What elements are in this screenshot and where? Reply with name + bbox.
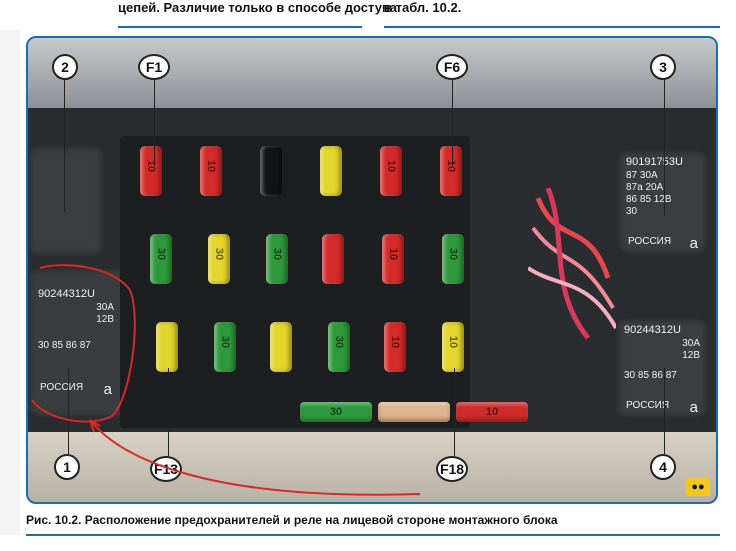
fuse-f5: 10 xyxy=(380,146,402,196)
left-margin xyxy=(0,30,20,535)
relay-country: РОССИЯ xyxy=(628,236,672,247)
top-text-left: цепей. Различие только в способе доступа xyxy=(118,0,398,15)
callout-1: 1 xyxy=(54,454,80,480)
relay-code: 90244312U xyxy=(624,324,681,336)
relay-logo: a xyxy=(689,399,698,416)
leader-line xyxy=(68,368,69,454)
fuse-amp-label: 30 xyxy=(213,247,225,261)
callout-f13: F13 xyxy=(150,456,182,482)
callout-f18: F18 xyxy=(436,456,468,482)
callout-4: 4 xyxy=(650,454,676,480)
fuse-f16: 30 xyxy=(328,322,350,372)
fuse-bottom-beige xyxy=(378,402,450,422)
fuse-amp-label: 30 xyxy=(447,247,459,261)
callout-f6: F6 xyxy=(436,54,468,80)
fuse-f1: 10 xyxy=(140,146,162,196)
fuse-amp-label: 10 xyxy=(389,335,401,349)
relay-specs: 30A 12B xyxy=(682,338,700,361)
fuse-slot-empty xyxy=(260,146,282,196)
relay-logo: a xyxy=(689,235,698,252)
fuse-f4 xyxy=(320,146,342,196)
fuse-f2: 10 xyxy=(200,146,222,196)
fuse-amp-label: 10 xyxy=(445,159,457,173)
leader-line xyxy=(454,368,455,456)
fuse-bottom-red: 10 xyxy=(456,402,528,422)
fuse-amp-label: 30 xyxy=(219,335,231,349)
fuse-f14: 30 xyxy=(214,322,236,372)
fuse-f7: 30 xyxy=(150,234,172,284)
figure-caption: Рис. 10.2. Расположение предохранителей … xyxy=(26,513,558,527)
relay-specs: 30A 12B xyxy=(96,302,114,325)
photo-background-top xyxy=(28,38,716,108)
fuse-f9: 30 xyxy=(266,234,288,284)
fuse-f8: 30 xyxy=(208,234,230,284)
leader-line xyxy=(64,80,65,212)
relay-logo: a xyxy=(103,381,112,398)
top-rule-left xyxy=(118,26,362,28)
fuse-f12: 30 xyxy=(442,234,464,284)
leader-line xyxy=(664,80,665,216)
relay-4: 90244312U 30A 12B 30 85 86 87 РОССИЯ a xyxy=(616,318,708,418)
top-rule-right xyxy=(384,26,720,28)
fuse-amp-label: 10 xyxy=(387,247,399,261)
leader-line xyxy=(452,80,453,166)
top-text-right: в табл. 10.2. xyxy=(384,0,462,15)
relay-country: РОССИЯ xyxy=(626,400,670,411)
fuse-amp-label: 30 xyxy=(329,406,343,418)
relay-country: РОССИЯ xyxy=(40,382,84,393)
leader-line xyxy=(664,368,665,454)
leader-line xyxy=(154,80,155,166)
fuse-amp-label: 30 xyxy=(155,247,167,261)
fuse-f10 xyxy=(322,234,344,284)
fuse-f6: 10 xyxy=(440,146,462,196)
wire-harness xyxy=(528,188,616,340)
fuse-f13 xyxy=(156,322,178,372)
relay-pins: 30 85 86 87 xyxy=(624,370,677,381)
callout-3: 3 xyxy=(650,54,676,80)
fuse-amp-label: 10 xyxy=(485,406,499,418)
photo-background-bottom xyxy=(28,432,716,502)
relay-pins: 30 85 86 87 xyxy=(38,340,91,351)
relay-1: 90244312U 30A 12B 30 85 86 87 РОССИЯ a xyxy=(30,282,122,400)
fuse-panel xyxy=(120,136,470,428)
relay-2 xyxy=(28,146,104,256)
callout-2: 2 xyxy=(52,54,78,80)
fuse-amp-label: 30 xyxy=(333,335,345,349)
relay-3: 90191753U 87 30A 87a 20A 86 85 12B 30 РО… xyxy=(618,150,708,254)
relay-specs: 87 30A 87a 20A 86 85 12B 30 xyxy=(626,170,672,217)
fuse-amp-label: 30 xyxy=(271,247,283,261)
fuse-f17: 10 xyxy=(384,322,406,372)
car-icon: ●● xyxy=(686,478,710,496)
fuse-amp-label: 10 xyxy=(145,159,157,173)
fuse-f11: 10 xyxy=(382,234,404,284)
fuse-amp-label: 10 xyxy=(205,159,217,173)
fuse-amp-label: 10 xyxy=(385,159,397,173)
fuse-bottom-green: 30 xyxy=(300,402,372,422)
photo-figure: 10 10 10 10 30 30 30 10 30 30 30 10 10 3… xyxy=(26,36,718,504)
caption-rule xyxy=(26,534,720,536)
callout-f1: F1 xyxy=(138,54,170,80)
fuse-amp-label: 10 xyxy=(447,335,459,349)
relay-code: 90191753U xyxy=(626,156,683,168)
fuse-f18: 10 xyxy=(442,322,464,372)
fuse-f15 xyxy=(270,322,292,372)
leader-line xyxy=(168,368,169,456)
relay-code: 90244312U xyxy=(38,288,95,300)
